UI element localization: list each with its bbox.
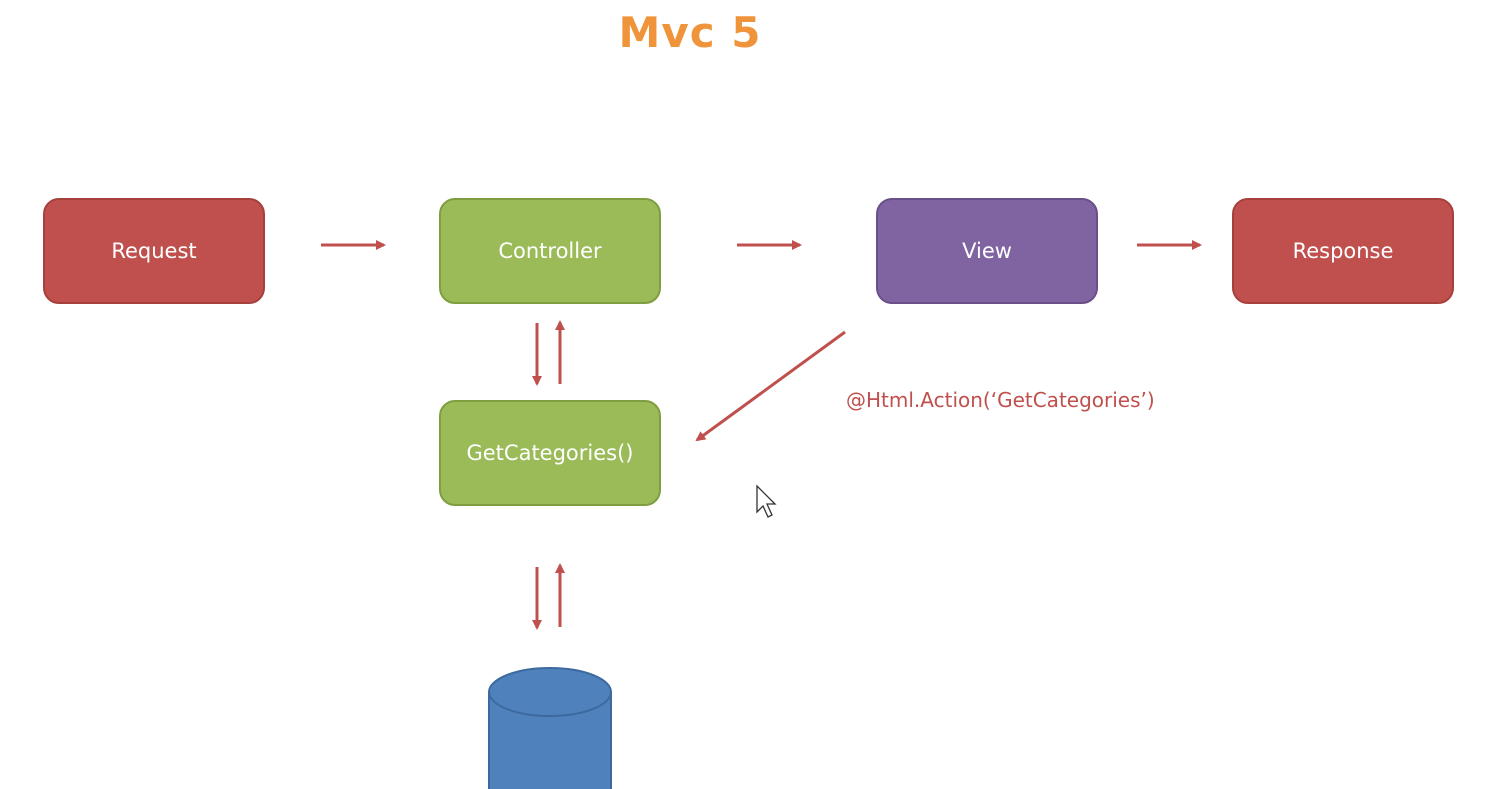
- request-label: Request: [111, 239, 197, 263]
- response-node: Response: [1232, 198, 1454, 304]
- getcategories-node: GetCategories(): [439, 400, 661, 506]
- controller-label: Controller: [498, 239, 602, 263]
- html-action-annotation: @Html.Action(‘GetCategories’): [846, 388, 1155, 412]
- view-label: View: [962, 239, 1012, 263]
- arrow-view-getcat: [695, 330, 846, 442]
- diagram-title: Mvc 5: [618, 8, 762, 57]
- controller-node: Controller: [439, 198, 661, 304]
- view-node: View: [876, 198, 1098, 304]
- database-icon: [488, 667, 612, 789]
- mouse-cursor-icon: [756, 484, 777, 518]
- response-label: Response: [1292, 239, 1394, 263]
- getcategories-label: GetCategories(): [466, 441, 634, 465]
- request-node: Request: [43, 198, 265, 304]
